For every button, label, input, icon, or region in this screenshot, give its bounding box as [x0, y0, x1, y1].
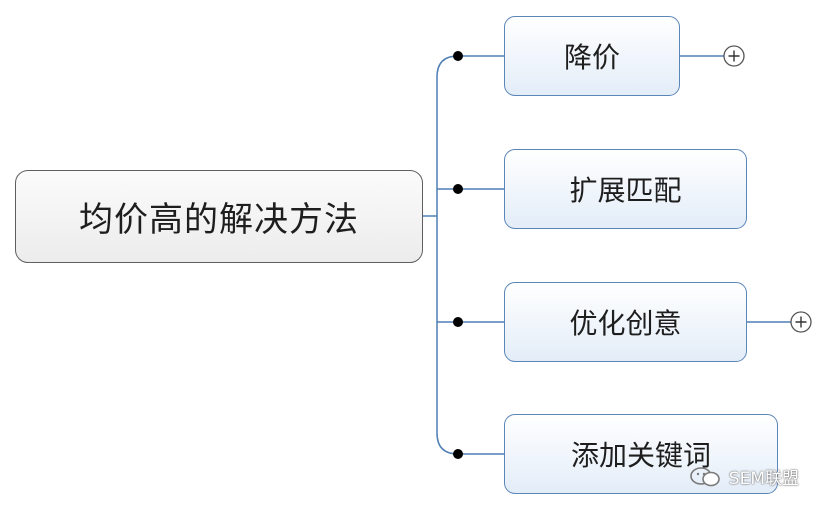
- subtopic-label: 扩展匹配: [569, 174, 682, 207]
- expand-icon-1[interactable]: [723, 45, 745, 67]
- watermark: SEM联盟: [689, 464, 799, 489]
- junction-dot-2: [453, 184, 463, 194]
- subtopic-add-keywords[interactable]: 添加关键词: [504, 414, 778, 494]
- subtopic-broaden-match[interactable]: 扩展匹配: [504, 149, 747, 229]
- junction-dot-3: [453, 317, 463, 327]
- root-topic-label: 均价高的解决方法: [79, 200, 359, 240]
- subtopic-label: 降价: [563, 41, 620, 74]
- root-topic[interactable]: 均价高的解决方法: [15, 170, 423, 263]
- subtopic-price-reduction[interactable]: 降价: [504, 16, 680, 96]
- junction-dot-1: [453, 51, 463, 61]
- subtopic-label: 添加关键词: [570, 439, 711, 472]
- subtopic-label: 优化创意: [569, 307, 682, 340]
- spine-connector: [436, 55, 459, 455]
- wechat-icon: [689, 466, 720, 486]
- expand-icon-3[interactable]: [790, 311, 812, 333]
- watermark-text: SEM联盟: [728, 469, 799, 489]
- junction-dot-4: [453, 449, 463, 459]
- subtopic-optimize-creative[interactable]: 优化创意: [504, 282, 747, 362]
